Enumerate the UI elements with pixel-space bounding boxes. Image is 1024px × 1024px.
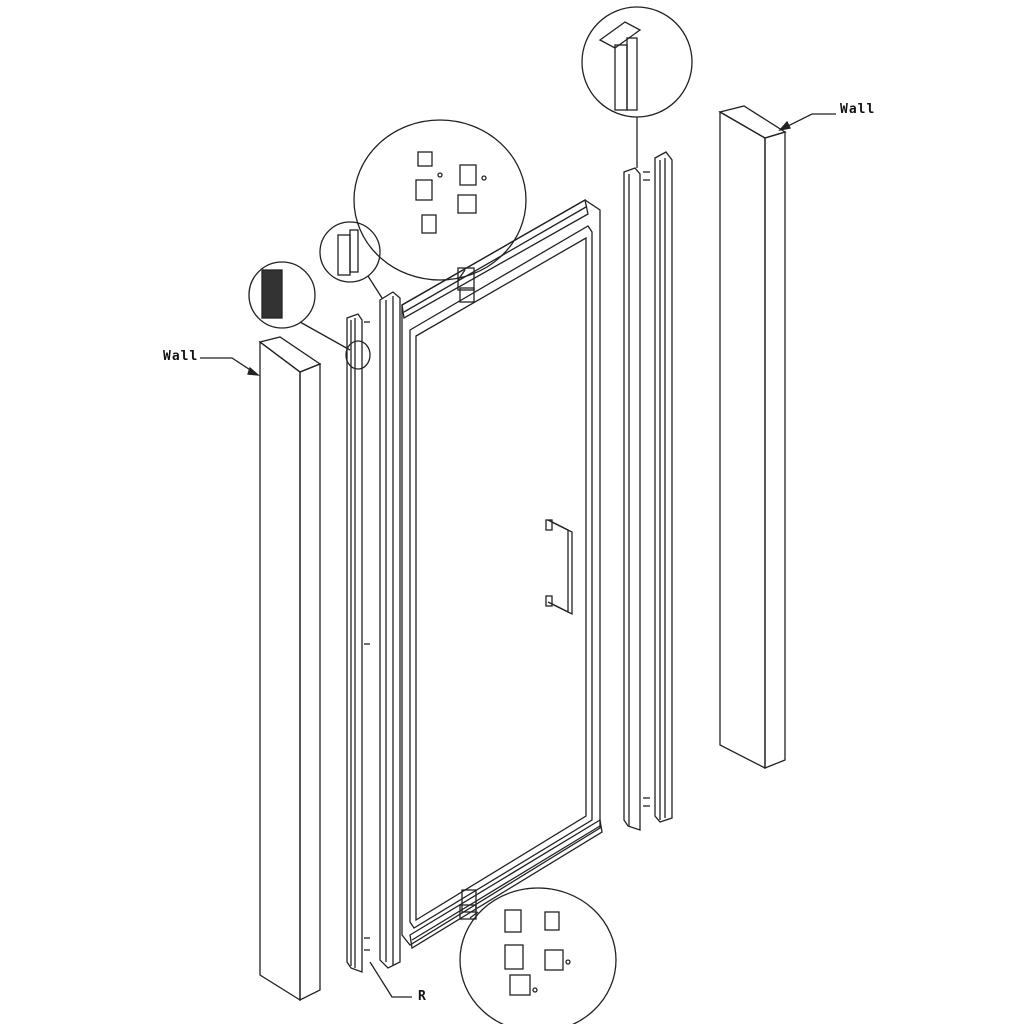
detail-callout-profile-top [319,221,383,299]
door-panel [401,198,603,950]
detail-callout-bottom-hinge [459,887,617,1024]
detail-callout-top-hinge [353,119,527,281]
door-handle [545,519,573,616]
left-wall [258,336,322,1002]
wall-left-label: Wall [163,349,199,364]
right-wall-profiles [623,151,673,831]
hinge-profile [379,291,401,969]
profile-r-label: R [418,989,427,1004]
left-wall-profile [346,313,370,973]
detail-callout-top-right [581,6,693,168]
wall-right-label: Wall [840,102,876,117]
label-leaders [200,113,836,998]
right-wall [718,105,787,770]
detail-callout-seal [248,261,371,370]
